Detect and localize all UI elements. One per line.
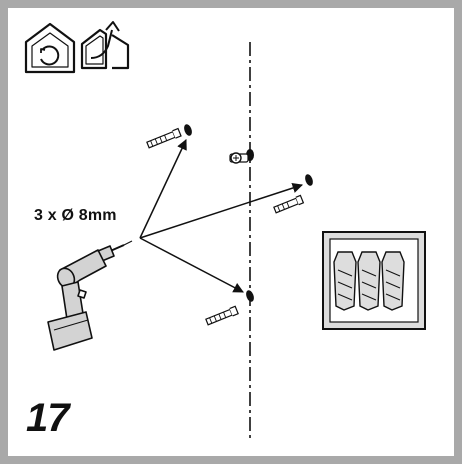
step-number: 17 (26, 396, 69, 440)
arrow-to-top-hole (139, 139, 187, 239)
hole-mark-top-left (184, 124, 192, 136)
wall-plug-right (273, 194, 305, 214)
wall-plug-kit-icon (322, 231, 426, 330)
screw-icon (229, 149, 254, 164)
wall-plug-top (146, 127, 182, 149)
hole-mark-right (305, 174, 313, 186)
drill-icon (47, 240, 133, 351)
hole-mark-bottom (246, 290, 254, 302)
house-recirculation-icon (24, 22, 76, 74)
arrow-to-right-hole (139, 182, 303, 239)
arrow-to-bottom-hole (139, 237, 244, 293)
drill-spec-label: 3 x Ø 8mm (34, 207, 117, 224)
drill-direction-arrows (139, 139, 303, 293)
house-exhaust-icon (80, 21, 130, 70)
wall-plug-bottom (205, 305, 239, 326)
